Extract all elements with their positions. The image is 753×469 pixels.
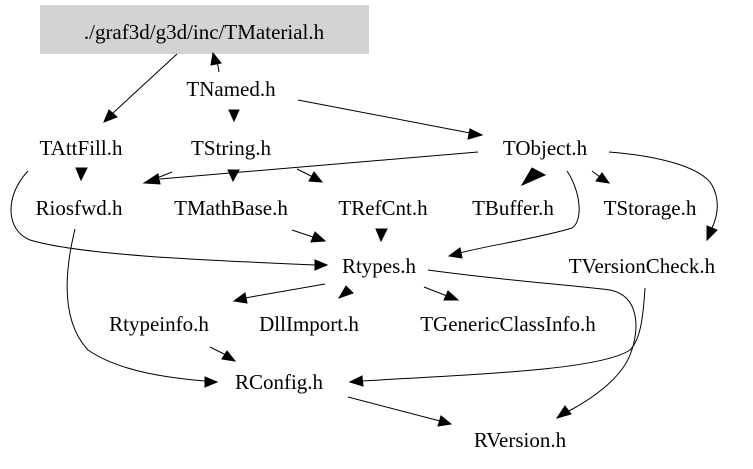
edge-rtypes-to-tgenericclassinfo: [423, 286, 448, 297]
node-tstring[interactable]: TString.h: [191, 136, 271, 160]
edge-rtypes-to-rtypeinfo: [244, 283, 326, 299]
arrowhead: [221, 350, 237, 362]
arrowhead: [210, 51, 222, 66]
arrowhead: [103, 109, 118, 123]
edges-layer: [10, 51, 718, 427]
edge-tmathbase-to-rtypes: [291, 229, 314, 238]
node-rtypeinfo[interactable]: Rtypeinfo.h: [109, 312, 209, 336]
edge-tobject-to-rtypes: [459, 170, 580, 254]
arrowhead: [706, 225, 718, 242]
arrowhead: [314, 259, 329, 271]
arrowhead: [142, 173, 161, 185]
node-tstorage[interactable]: TStorage.h: [604, 196, 697, 220]
edge-tnamed-to-tstring-arrow: [228, 109, 240, 123]
node-rtypes[interactable]: Rtypes.h: [342, 254, 417, 278]
edge-tobject-to-riosfwd: [159, 151, 479, 180]
edge-tnamed-to-tobject: [297, 99, 471, 134]
edge-tattfill-to-rtypes: [10, 170, 316, 266]
edge-trefcnt-to-rtypes-arrow: [375, 228, 388, 243]
node-trefcnt[interactable]: TRefCnt.h: [338, 196, 428, 220]
node-tversioncheck[interactable]: TVersionCheck.h: [569, 254, 716, 278]
edge-rconfig-to-rversion: [347, 396, 441, 422]
edge-tstring-to-tmathbase-arrow: [227, 169, 240, 183]
arrowhead: [555, 405, 572, 419]
root-node-box: [40, 5, 369, 54]
node-root[interactable]: ./graf3d/g3d/inc/TMaterial.h: [84, 20, 325, 44]
edge-tversioncheck-to-rconfig: [361, 287, 646, 382]
node-tobject[interactable]: TObject.h: [503, 136, 588, 160]
node-riosfwd[interactable]: Riosfwd.h: [36, 196, 123, 220]
edge-tobject-to-tstorage: [591, 170, 601, 178]
arrowhead: [308, 171, 324, 183]
edge-tattfill-to-riosfwd-arrow: [75, 167, 88, 182]
arrowhead: [447, 247, 463, 259]
node-dllimport[interactable]: DllImport.h: [259, 312, 359, 336]
edge-rtypes-to-rversion: [427, 269, 637, 413]
arrowhead: [437, 415, 453, 427]
arrowhead: [204, 376, 219, 388]
node-rversion[interactable]: RVersion.h: [474, 428, 567, 452]
arrowhead: [467, 128, 484, 140]
arrowhead: [232, 292, 248, 304]
arrowhead: [443, 290, 460, 301]
node-tnamed[interactable]: TNamed.h: [186, 77, 276, 101]
arrowhead: [595, 172, 611, 184]
arrowhead: [348, 375, 364, 387]
edge-root-to-tattfill: [112, 53, 178, 114]
edge-rtypeinfo-to-rconfig: [209, 346, 227, 356]
node-tgenericclassinfo[interactable]: TGenericClassInfo.h: [420, 312, 596, 336]
edge-rtypes-to-dllimport-arrow: [337, 285, 354, 299]
node-tmathbase[interactable]: TMathBase.h: [174, 196, 288, 220]
arrowhead: [310, 231, 327, 243]
edge-tobject-to-tbuffer-arrow: [520, 167, 547, 187]
edge-tstring-to-riosfwd: [156, 171, 173, 179]
edge-riosfwd-to-rconfig: [66, 228, 206, 382]
edge-tobject-to-tversioncheck: [608, 151, 718, 229]
node-rconfig[interactable]: RConfig.h: [235, 370, 324, 394]
nodes-layer: ./graf3d/g3d/inc/TMaterial.h TNamed.h TA…: [36, 20, 716, 452]
node-tattfill[interactable]: TAttFill.h: [40, 136, 123, 160]
node-tbuffer[interactable]: TBuffer.h: [472, 196, 554, 220]
edge-tstring-to-trefcnt: [296, 168, 314, 178]
